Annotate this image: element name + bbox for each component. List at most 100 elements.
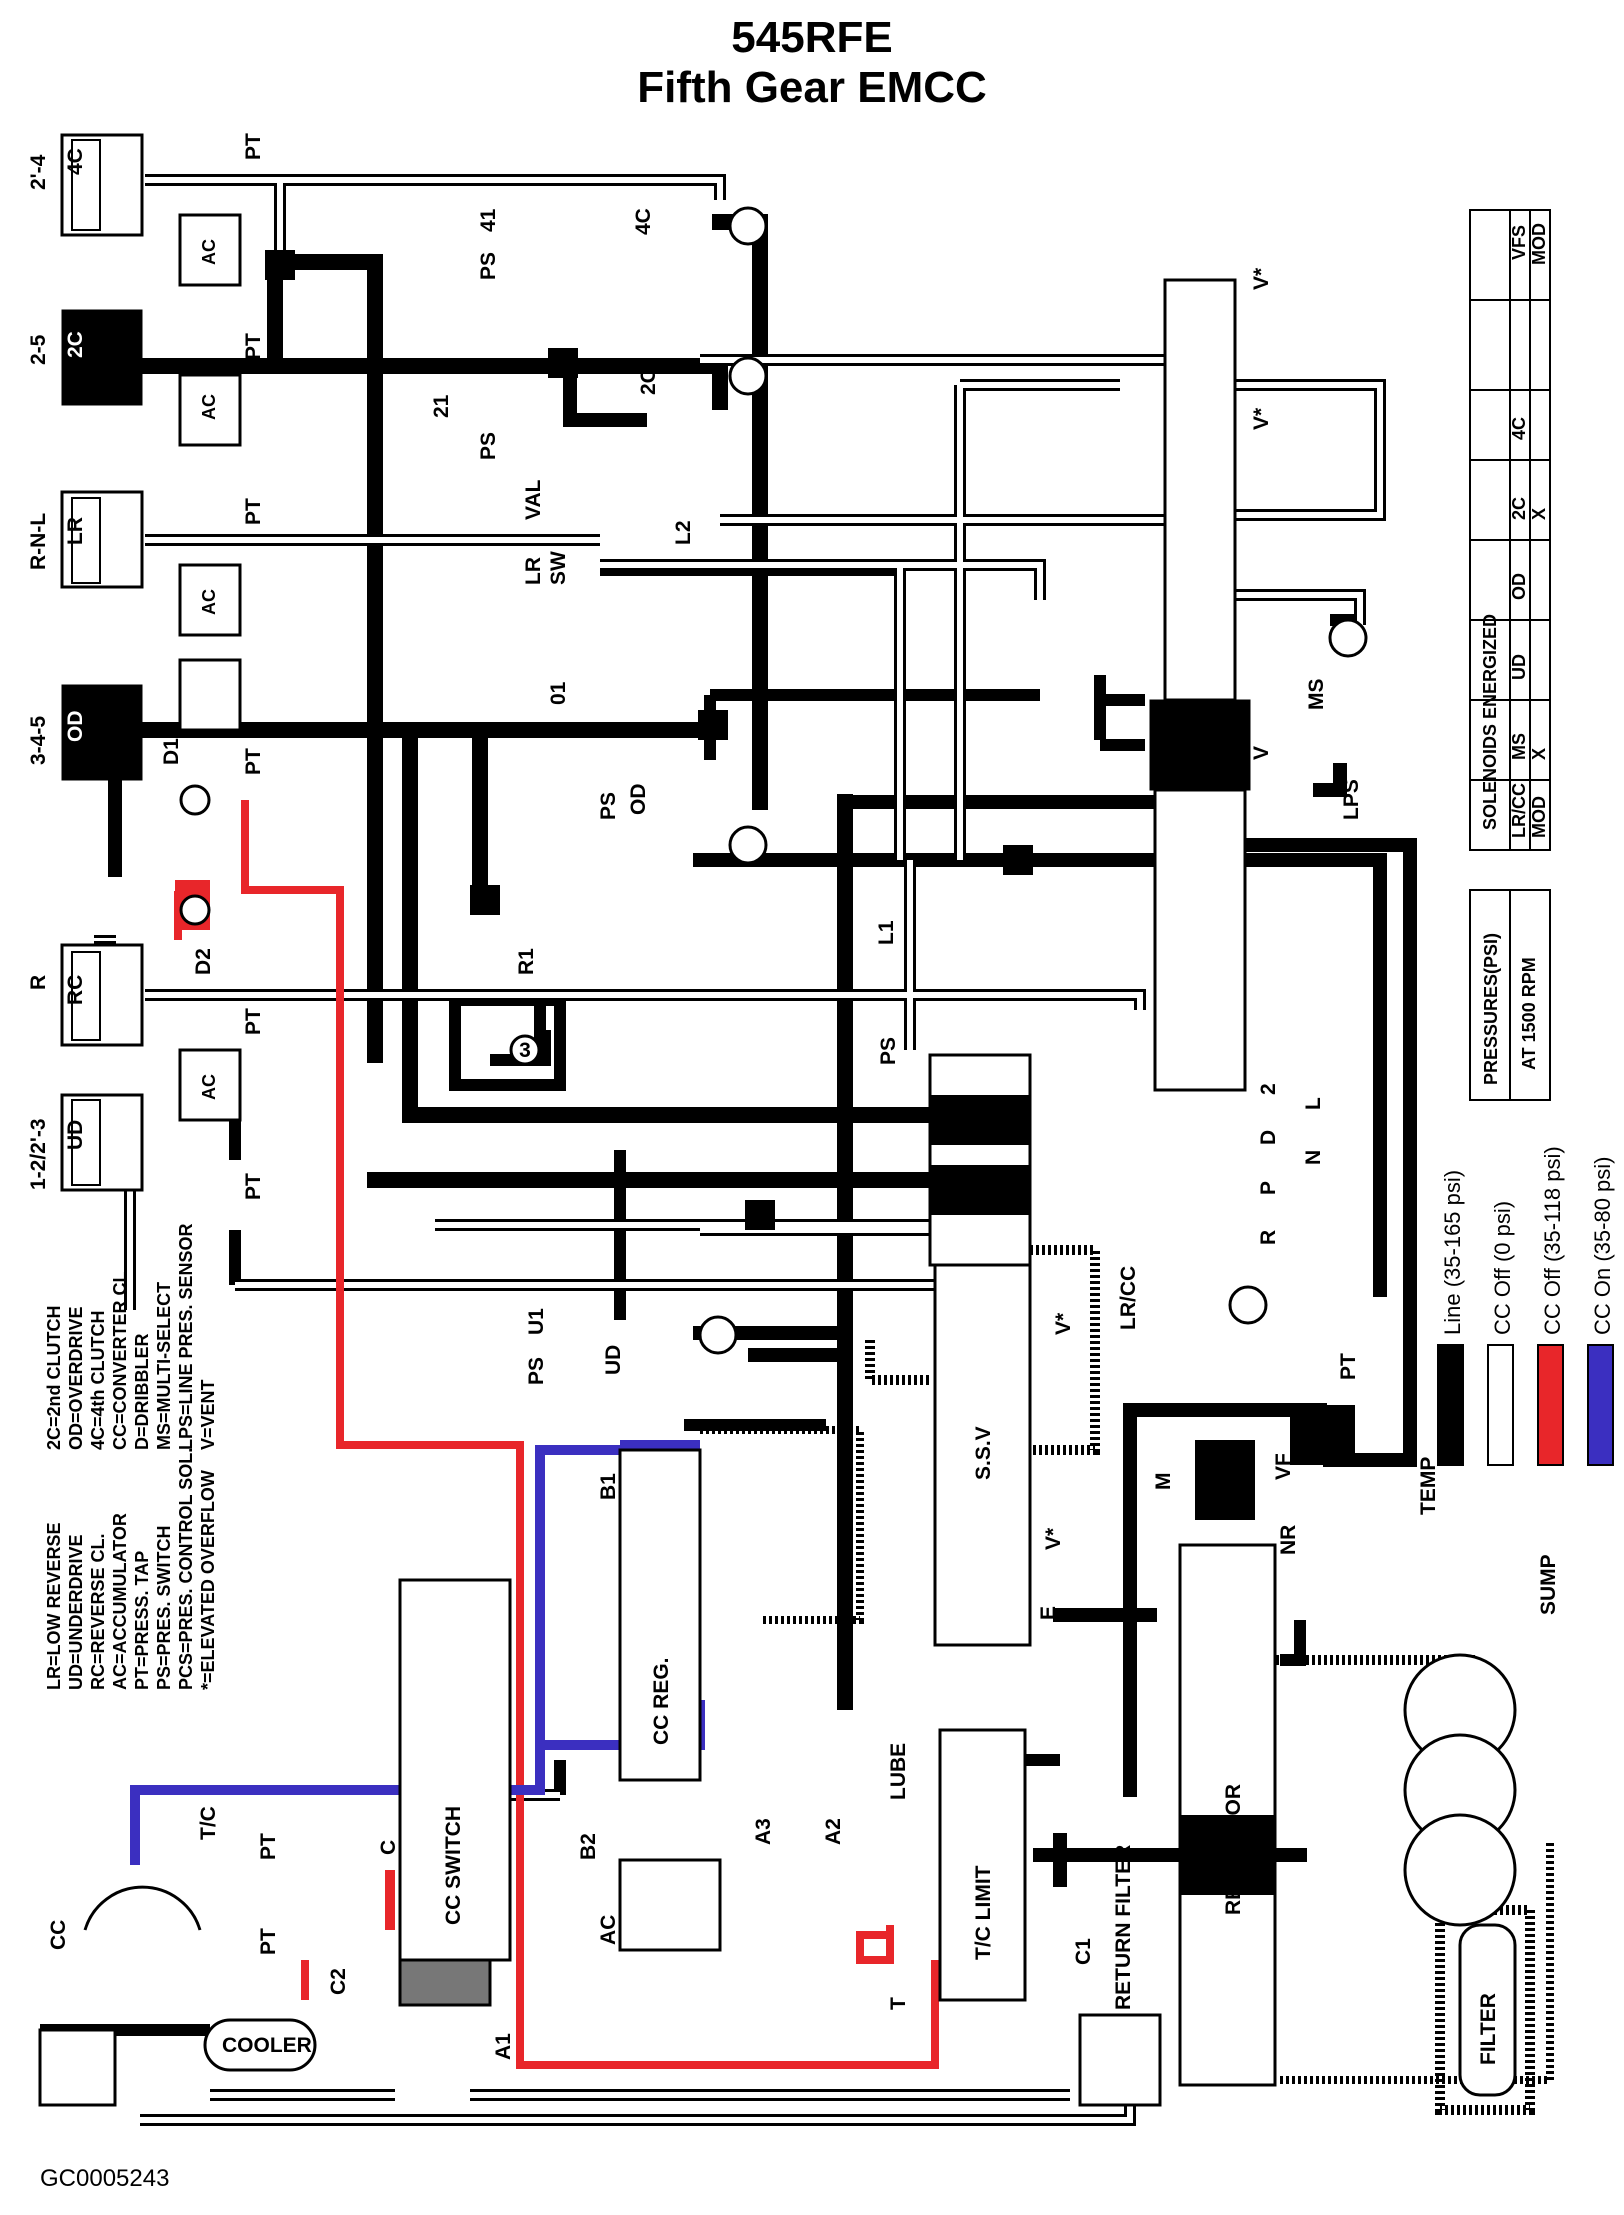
cc-off-zero-circuits <box>40 174 1386 2126</box>
label-m: M <box>1152 1473 1175 1491</box>
solenoid-table <box>1469 209 1551 1101</box>
gear-n: N <box>1302 1150 1325 1165</box>
label-ac-2: AC <box>199 394 219 420</box>
label-pt-3: PT <box>242 498 265 525</box>
gear-r: R <box>1257 1230 1280 1245</box>
clutch-housings <box>60 133 144 1192</box>
label-vstar-2: V* <box>1250 407 1273 430</box>
cooler <box>203 2018 317 2072</box>
label-pt-4: PT <box>242 748 265 775</box>
label-4c: 4C <box>64 148 87 175</box>
label-pcs: PCS <box>1292 1247 1315 1290</box>
label-v-1: V <box>1250 746 1273 760</box>
solenoid-table-title: SOLENOIDS ENERGIZED <box>1480 614 1500 830</box>
label-tc-limit: T/C LIMIT <box>972 1865 995 1960</box>
label-c: C <box>377 1840 400 1855</box>
pump <box>1403 1653 1517 1927</box>
upper-spool-valve <box>928 1053 1032 1267</box>
solenoid-switch-valve <box>933 1263 1032 1647</box>
abbr-8: 2C=2nd CLUTCH <box>44 1305 64 1450</box>
label-l1: L1 <box>875 920 898 945</box>
label-rc: RC <box>64 975 87 1005</box>
sol-header-2c: 2C <box>1509 497 1529 520</box>
abbr-7: *=ELEVATED OVERFLOW <box>198 1470 218 1690</box>
label-cc-switch: CC SWITCH <box>442 1806 465 1925</box>
label-pos-345: 3-4-5 <box>27 716 50 765</box>
label-b1: B1 <box>597 1473 620 1500</box>
label-sol-ud: UD <box>602 1345 625 1375</box>
solenoid-switch-valve-top <box>1163 278 1237 702</box>
return-filter <box>1078 2013 1162 2107</box>
label-pos-2-5: 2-5 <box>27 334 50 365</box>
label-ps-ud: PS <box>525 1357 548 1385</box>
label-val: VAL <box>522 479 545 520</box>
cc-regulator-valve <box>618 1448 702 1782</box>
pcs-solenoid <box>1290 1405 1355 1465</box>
label-a3: A3 <box>752 1818 775 1845</box>
label-regulator: REGULATOR <box>1222 1784 1245 1915</box>
label-sol-2c: 2C <box>637 368 660 395</box>
label-temp: TEMP <box>1417 1457 1440 1515</box>
label-ps-od: PS <box>597 792 620 820</box>
abbr-1: UD=UNDERDRIVE <box>66 1534 86 1690</box>
tc-limit-valve <box>938 1728 1027 2002</box>
sol-value-vfs: MOD <box>1529 223 1549 265</box>
gear-2: 2 <box>1257 1083 1280 1095</box>
label-ps-41: PS <box>477 252 500 280</box>
solenoid-valves <box>179 206 1368 1355</box>
label-l2: L2 <box>672 520 695 545</box>
label-c1: C1 <box>1072 1938 1095 1965</box>
label-lr-sw-2: SW <box>547 551 570 585</box>
pressures-rpm: AT 1500 RPM <box>1519 957 1539 1070</box>
label-pt-5: PT <box>242 1008 265 1035</box>
legend-cc-on-blue: CC On (35-80 psi) <box>1590 1156 1615 1335</box>
ac-accumulator-lower <box>618 1858 722 1952</box>
clutch-labels: 2'-4 4C 2-5 2C R-N-L LR 3-4-5 OD R RC 1-… <box>27 148 87 1190</box>
check-ball-6: 6 <box>707 715 719 738</box>
label-lr: LR <box>64 517 87 545</box>
label-return-filter: RETURN FILTER <box>1112 1845 1135 2010</box>
label-vstar-1: V* <box>1250 267 1273 290</box>
abbr-13: MS=MULTI-SELECT <box>154 1282 174 1450</box>
abbr-2: RC=REVERSE CL. <box>88 1533 108 1690</box>
label-lrcc: LR/CC <box>1117 1266 1140 1330</box>
label-ssv: S.S.V <box>972 1426 995 1480</box>
abbreviation-legend: LR=LOW REVERSE UD=UNDERDRIVE RC=REVERSE … <box>44 1223 218 1690</box>
label-01: 01 <box>547 681 570 705</box>
abbr-14: LPS=LINE PRES. SENSOR <box>176 1223 196 1450</box>
label-filter: FILTER <box>1477 1993 1500 2065</box>
label-ac-lower: AC <box>597 1915 620 1945</box>
legend-line: Line (35-165 psi) <box>1440 1170 1465 1335</box>
label-lps: LPS <box>1340 779 1363 820</box>
label-r1: R1 <box>515 948 538 975</box>
filter <box>1458 1923 1517 2097</box>
label-c2: C2 <box>327 1968 350 1995</box>
check-ball-3: 3 <box>519 1039 531 1062</box>
cc-switch-valve <box>398 1578 512 1962</box>
label-pos-r: R <box>27 975 50 990</box>
component-labels: AC AC AC AC PT PT PT PT PT PT D1 D2 41 P… <box>47 133 1560 2065</box>
label-pt-tc-2: PT <box>257 1928 280 1955</box>
abbr-0: LR=LOW REVERSE <box>44 1522 64 1690</box>
abbr-10: 4C=4th CLUTCH <box>88 1310 108 1450</box>
label-ac-3: AC <box>199 589 219 615</box>
label-ac-1: AC <box>199 239 219 265</box>
sol-header-vfs: VFS <box>1509 225 1529 260</box>
manual-valve <box>1153 788 1247 1092</box>
label-pt-line: PT <box>1337 1353 1360 1380</box>
label-ps-21: PS <box>477 432 500 460</box>
sol-header-od: OD <box>1509 573 1529 600</box>
gear-selector: R P D 2 N L <box>1257 1083 1325 1245</box>
abbr-5: PS=PRES. SWITCH <box>154 1525 174 1690</box>
label-lube: LUBE <box>887 1743 910 1800</box>
clutch-od <box>61 684 143 781</box>
sol-header-ud: UD <box>1509 654 1529 680</box>
label-d2: D2 <box>192 948 215 975</box>
label-41: 41 <box>477 208 500 232</box>
figure-id: GC0005243 <box>40 2165 170 2192</box>
label-d1: D1 <box>160 738 183 765</box>
label-a1: A1 <box>492 2033 515 2060</box>
label-pt-tc-1: PT <box>257 1833 280 1860</box>
legend-swatches <box>1437 1344 1614 1466</box>
